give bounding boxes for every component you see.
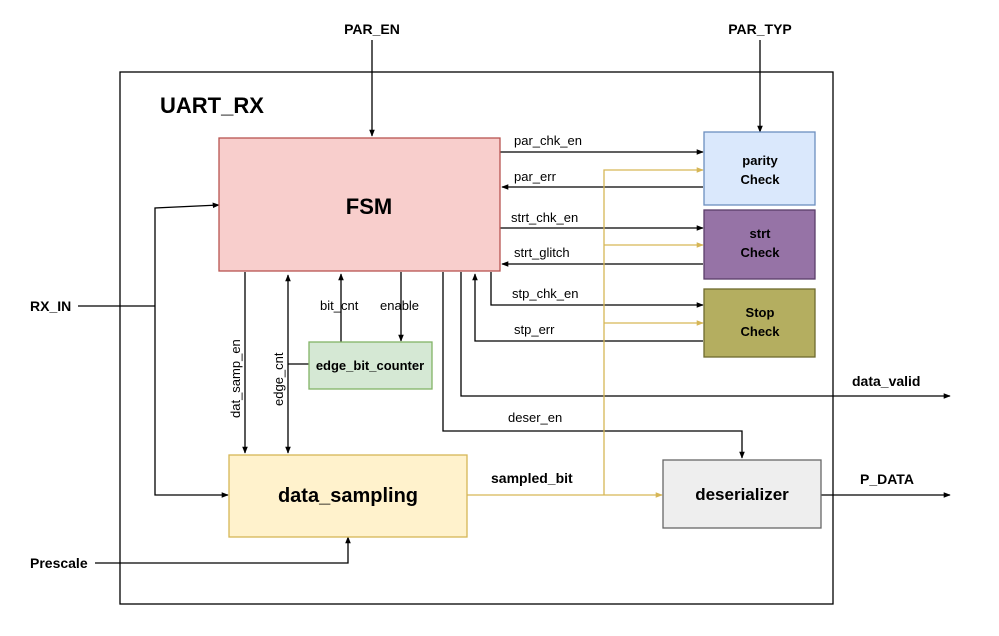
prescale-label: Prescale (30, 555, 88, 571)
parity-check-label-2: Check (740, 172, 780, 187)
data-sampling-block: data_sampling (228, 454, 468, 538)
fsm-label: FSM (346, 194, 392, 219)
dat-samp-en-label: dat_samp_en (228, 339, 243, 418)
data-valid-label: data_valid (852, 373, 920, 389)
deserializer-block: deserializer (662, 459, 822, 529)
stp-chk-en-wire (490, 272, 704, 308)
par-en-label: PAR_EN (344, 21, 400, 37)
prescale-wire (95, 536, 351, 564)
edge-cnt-label: edge_cnt (271, 352, 286, 406)
par-typ-label: PAR_TYP (728, 21, 792, 37)
par-chk-en-label: par_chk_en (514, 133, 582, 148)
rx-in-to-sampling-wire (154, 306, 229, 498)
stp-err-label: stp_err (514, 322, 555, 337)
sampled-bit-bus (603, 167, 704, 495)
data-sampling-label: data_sampling (278, 485, 418, 507)
stop-check-label-1: Stop (746, 305, 775, 320)
parity-check-block: parity Check (703, 131, 816, 206)
stop-check-block: Stop Check (703, 288, 816, 358)
parity-check-label-1: parity (742, 153, 778, 168)
stp-chk-en-label: stp_chk_en (512, 286, 579, 301)
uart-rx-module-border (119, 71, 834, 605)
strt-check-block: strt Check (703, 209, 816, 280)
deser-en-label: deser_en (508, 410, 562, 425)
sampled-bit-label: sampled_bit (491, 470, 573, 486)
module-title: UART_RX (160, 93, 264, 118)
rx-in-to-fsm-wire (154, 202, 220, 306)
stp-err-wire (472, 273, 703, 342)
strt-check-label-1: strt (750, 226, 772, 241)
data-valid-wire (460, 272, 951, 399)
enable-label: enable (380, 298, 419, 313)
stop-check-label-2: Check (740, 324, 780, 339)
strt-glitch-label: strt_glitch (514, 245, 570, 260)
p-data-label: P_DATA (860, 471, 914, 487)
par-err-label: par_err (514, 169, 557, 184)
edge-bit-counter-label: edge_bit_counter (316, 358, 424, 373)
deser-en-wire (442, 272, 745, 459)
strt-check-label-2: Check (740, 245, 780, 260)
strt-chk-en-label: strt_chk_en (511, 210, 578, 225)
edge-bit-counter-block: edge_bit_counter (308, 341, 433, 390)
bit-cnt-label: bit_cnt (320, 298, 359, 313)
rx-in-label: RX_IN (30, 298, 71, 314)
fsm-block: FSM (218, 137, 501, 272)
deserializer-label: deserializer (695, 485, 789, 504)
